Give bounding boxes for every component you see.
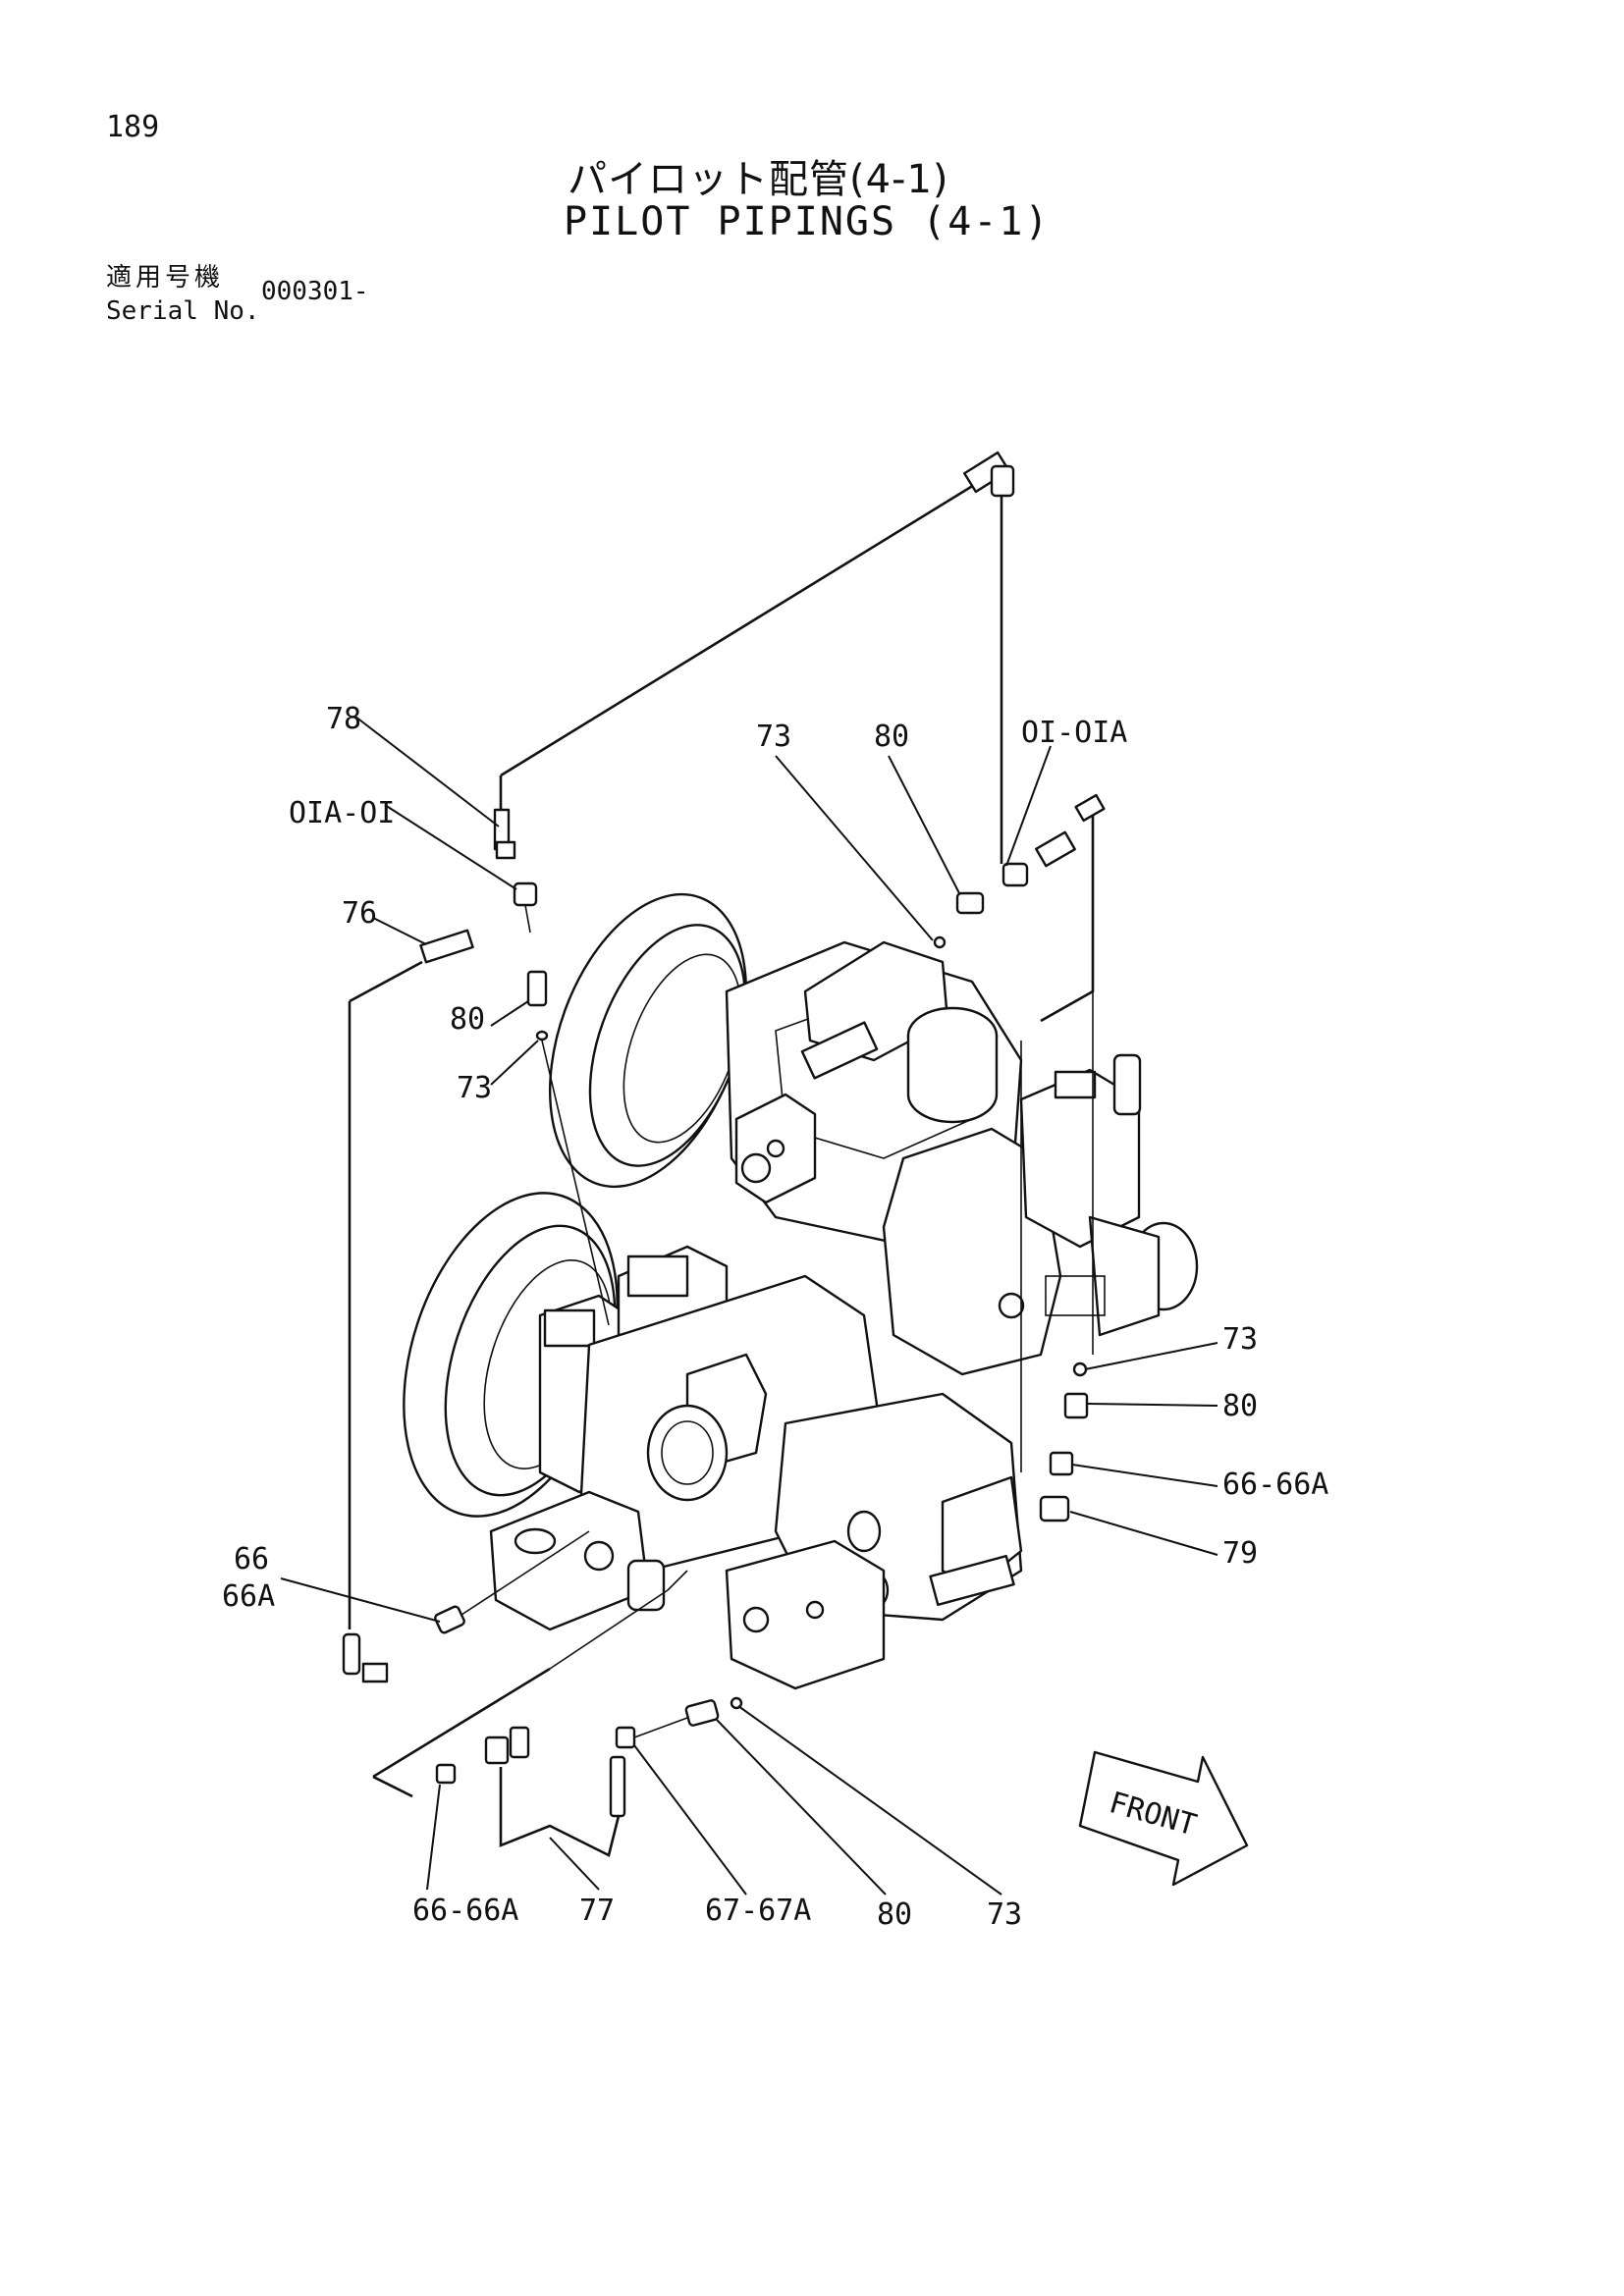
callout-79: 79 [1222, 1536, 1258, 1571]
callout-66-66a-right: 66-66A [1222, 1468, 1328, 1502]
pilot-hoses [342, 451, 1106, 1857]
serial-number-value: 000301- [261, 277, 369, 306]
callout-73-bottom: 73 [987, 1897, 1022, 1932]
callout-labels: 78 OIA-OI 76 80 73 73 80 OI-OIA 73 80 66… [222, 702, 1328, 1932]
page-title-japanese: パイロット配管(4-1) [568, 157, 949, 202]
front-direction-arrow: FRONT [1078, 1750, 1249, 1887]
serial-label-english: Serial No. [106, 296, 260, 326]
callout-leaders [280, 716, 1218, 1896]
callout-78: 78 [326, 702, 361, 736]
serial-label-japanese: 適用号機 [106, 263, 225, 293]
page-number: 189 [106, 110, 160, 144]
callout-01-01a: OI-OIA [1021, 716, 1127, 750]
callout-80-bottom: 80 [877, 1897, 912, 1932]
callout-01a-01: OIA-OI [289, 796, 395, 830]
callout-77: 77 [579, 1894, 615, 1928]
callout-66-66a-bottom: 66-66A [412, 1894, 518, 1928]
pump-assembly-upper [548, 892, 1199, 1376]
page-title-english: PILOT PIPINGS (4-1) [564, 199, 1051, 244]
callout-73-top: 73 [756, 720, 791, 754]
callout-67-67a: 67-67A [705, 1894, 811, 1928]
callout-73-right: 73 [1222, 1322, 1258, 1357]
callout-66a: 66A [222, 1579, 275, 1614]
callout-66: 66 [234, 1542, 269, 1576]
pump-assembly-lower [403, 1192, 1023, 1690]
callout-76: 76 [342, 896, 377, 931]
callout-80-top: 80 [874, 720, 909, 754]
callout-80-left: 80 [450, 1002, 485, 1037]
callout-73-left: 73 [457, 1071, 492, 1105]
callout-80-right: 80 [1222, 1389, 1258, 1423]
